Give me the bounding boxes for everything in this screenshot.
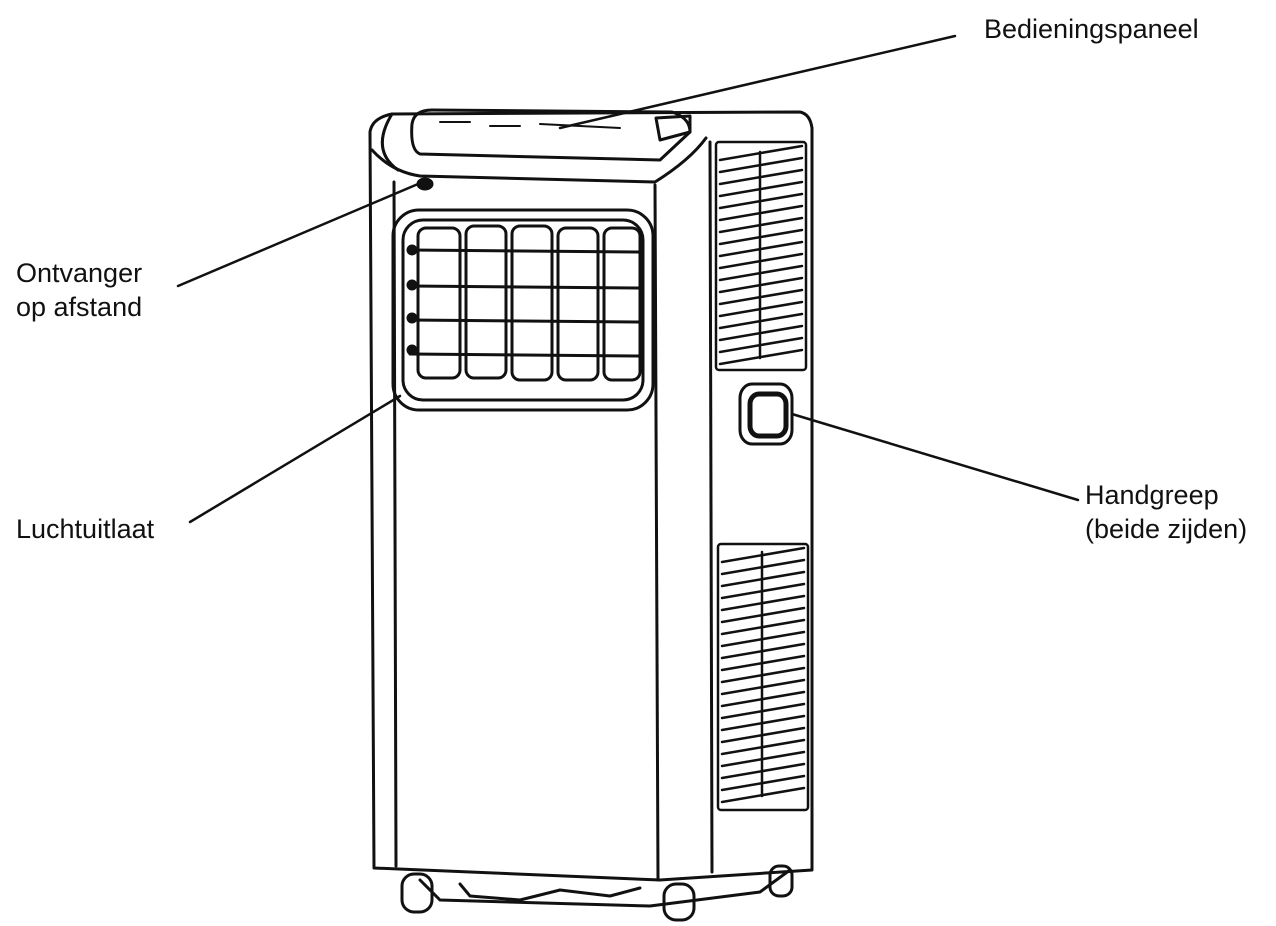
leader-handle bbox=[790, 412, 1080, 502]
lower-side-vent bbox=[716, 542, 810, 812]
leader-air-outlet bbox=[188, 394, 402, 524]
leader-remote-receiver bbox=[176, 182, 420, 288]
base-wheels bbox=[400, 864, 794, 922]
label-handle: Handgreep (beide zijden) bbox=[1085, 480, 1248, 544]
upper-side-vent bbox=[714, 140, 808, 372]
leader-lines bbox=[176, 34, 1080, 524]
side-handle bbox=[738, 382, 794, 446]
control-panel bbox=[410, 108, 692, 162]
label-remote-receiver: Ontvanger op afstand bbox=[16, 258, 143, 322]
remote-receiver bbox=[416, 177, 434, 191]
leader-control-panel bbox=[558, 34, 957, 130]
label-air-outlet: Luchtuitlaat bbox=[16, 514, 155, 544]
air-outlet bbox=[391, 208, 655, 412]
label-control-panel: Bedieningspaneel bbox=[984, 14, 1199, 44]
